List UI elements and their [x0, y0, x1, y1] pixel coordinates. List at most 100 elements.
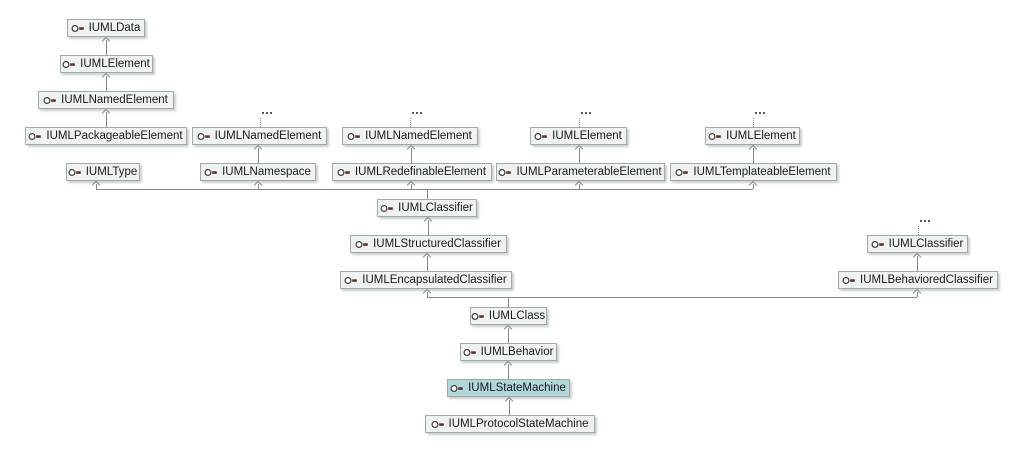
more-ancestors-dotted-line	[753, 118, 754, 127]
node-iuml-named-element[interactable]: IUMLNamedElement	[38, 91, 174, 109]
inheritance-connector-line	[411, 184, 412, 189]
interface-lollipop-icon	[463, 348, 477, 357]
inheritance-bus-line	[427, 297, 917, 298]
node-label: IUMLClass	[488, 310, 546, 322]
inheritance-arrowhead-icon	[406, 144, 416, 154]
inheritance-bus-line	[96, 189, 753, 190]
inheritance-arrowhead-icon	[503, 360, 513, 370]
inheritance-connector-line	[579, 148, 580, 163]
interface-lollipop-icon	[450, 384, 464, 393]
node-iuml-element-2[interactable]: IUMLElement	[530, 127, 627, 145]
node-iuml-classifier[interactable]: IUMLClassifier	[377, 199, 477, 217]
node-label: IUMLElement	[80, 58, 150, 70]
interface-lollipop-icon	[430, 420, 445, 429]
interface-lollipop-icon	[871, 240, 885, 249]
inheritance-connector-line	[106, 112, 107, 127]
more-ancestors-dotted-line	[410, 118, 411, 127]
node-label: IUMLPackageableElement	[46, 130, 183, 142]
inheritance-arrowhead-icon	[406, 180, 416, 190]
inheritance-connector-line	[508, 364, 509, 379]
more-ancestors-ellipsis	[755, 112, 765, 114]
node-iuml-element-3[interactable]: IUMLElement	[705, 127, 800, 145]
more-ancestors-ellipsis	[412, 112, 422, 114]
inheritance-connector-line	[106, 76, 107, 91]
inheritance-connector-line	[427, 189, 428, 199]
interface-lollipop-icon	[68, 168, 82, 177]
node-label: IUMLNamespace	[222, 166, 311, 178]
node-label: IUMLBehavior	[480, 346, 554, 358]
node-label: IUMLRedefinableElement	[354, 166, 487, 178]
node-iuml-encapsulated-classifier[interactable]: IUMLEncapsulatedClassifier	[340, 271, 512, 289]
node-label: IUMLTemplateableElement	[693, 166, 831, 178]
inheritance-connector-line	[427, 256, 428, 271]
node-iuml-class[interactable]: IUMLClass	[470, 307, 547, 325]
inheritance-arrowhead-icon	[748, 180, 758, 190]
interface-lollipop-icon	[534, 132, 548, 141]
inheritance-arrowhead-icon	[912, 252, 922, 262]
node-iuml-templateable-element[interactable]: IUMLTemplateableElement	[670, 163, 837, 181]
inheritance-connector-line	[428, 220, 429, 235]
inheritance-connector-line	[917, 292, 918, 297]
inheritance-connector-line	[508, 328, 509, 343]
node-iuml-element[interactable]: IUMLElement	[60, 55, 153, 73]
interface-lollipop-icon	[675, 168, 689, 177]
node-iuml-named-element-3[interactable]: IUMLNamedElement	[342, 127, 478, 145]
node-iuml-packageable-element[interactable]: IUMLPackageableElement	[25, 127, 187, 145]
inheritance-arrowhead-icon	[504, 396, 514, 406]
inheritance-connector-line	[427, 292, 428, 297]
node-iuml-classifier-2[interactable]: IUMLClassifier	[867, 235, 968, 253]
inheritance-connector-line	[258, 184, 259, 189]
node-iuml-structured-classifier[interactable]: IUMLStructuredClassifier	[350, 235, 507, 253]
interface-lollipop-icon	[71, 24, 85, 33]
node-label: IUMLType	[85, 166, 138, 178]
interface-lollipop-icon	[347, 132, 361, 141]
more-ancestors-dotted-line	[918, 226, 919, 235]
more-ancestors-ellipsis	[262, 112, 272, 114]
interface-lollipop-icon	[43, 96, 57, 105]
inheritance-arrowhead-icon	[912, 288, 922, 298]
node-label: IUMLStructuredClassifier	[373, 238, 501, 250]
inheritance-arrowhead-icon	[91, 180, 101, 190]
inheritance-arrowhead-icon	[101, 108, 111, 118]
node-iuml-behavior[interactable]: IUMLBehavior	[460, 343, 557, 361]
node-label: IUMLNamedElement	[214, 130, 322, 142]
inheritance-connector-line	[411, 148, 412, 163]
node-label: IUMLData	[88, 22, 141, 34]
node-label: IUMLClassifier	[888, 238, 964, 250]
interface-lollipop-icon	[197, 132, 211, 141]
inheritance-arrowhead-icon	[422, 252, 432, 262]
node-iuml-type[interactable]: IUMLType	[66, 163, 140, 181]
more-ancestors-dotted-line	[579, 118, 580, 127]
inheritance-arrowhead-icon	[253, 180, 263, 190]
node-iuml-behaviored-classifier[interactable]: IUMLBehavioredClassifier	[838, 271, 998, 289]
inheritance-connector-line	[96, 184, 97, 189]
node-label: IUMLProtocolStateMachine	[448, 418, 589, 430]
node-iuml-namespace[interactable]: IUMLNamespace	[200, 163, 316, 181]
interface-lollipop-icon	[498, 168, 512, 177]
interface-lollipop-icon	[355, 240, 369, 249]
node-label: IUMLNamedElement	[365, 130, 472, 142]
inheritance-connector-line	[917, 256, 918, 271]
inheritance-arrowhead-icon	[748, 144, 758, 154]
node-label: IUMLElement	[552, 130, 622, 142]
node-iuml-redefinable-element[interactable]: IUMLRedefinableElement	[332, 163, 492, 181]
node-iuml-state-machine[interactable]: IUMLStateMachine	[447, 379, 570, 397]
node-iuml-named-element-2[interactable]: IUMLNamedElement	[192, 127, 327, 145]
more-ancestors-ellipsis	[920, 220, 930, 222]
inheritance-arrowhead-icon	[574, 144, 584, 154]
inheritance-arrowhead-icon	[574, 180, 584, 190]
interface-lollipop-icon	[708, 132, 722, 141]
interface-lollipop-icon	[204, 168, 218, 177]
inheritance-connector-line	[753, 148, 754, 163]
interface-lollipop-icon	[380, 204, 394, 213]
node-label: IUMLElement	[726, 130, 796, 142]
node-iuml-protocol-state-machine[interactable]: IUMLProtocolStateMachine	[425, 415, 595, 433]
inheritance-connector-line	[509, 400, 510, 415]
inheritance-connector-line	[106, 40, 107, 55]
inheritance-connector-line	[508, 297, 509, 307]
node-iuml-data[interactable]: IUMLData	[67, 19, 145, 37]
node-label: IUMLClassifier	[398, 202, 473, 214]
node-iuml-parameterable-element[interactable]: IUMLParameterableElement	[496, 163, 665, 181]
inheritance-arrowhead-icon	[423, 216, 433, 226]
